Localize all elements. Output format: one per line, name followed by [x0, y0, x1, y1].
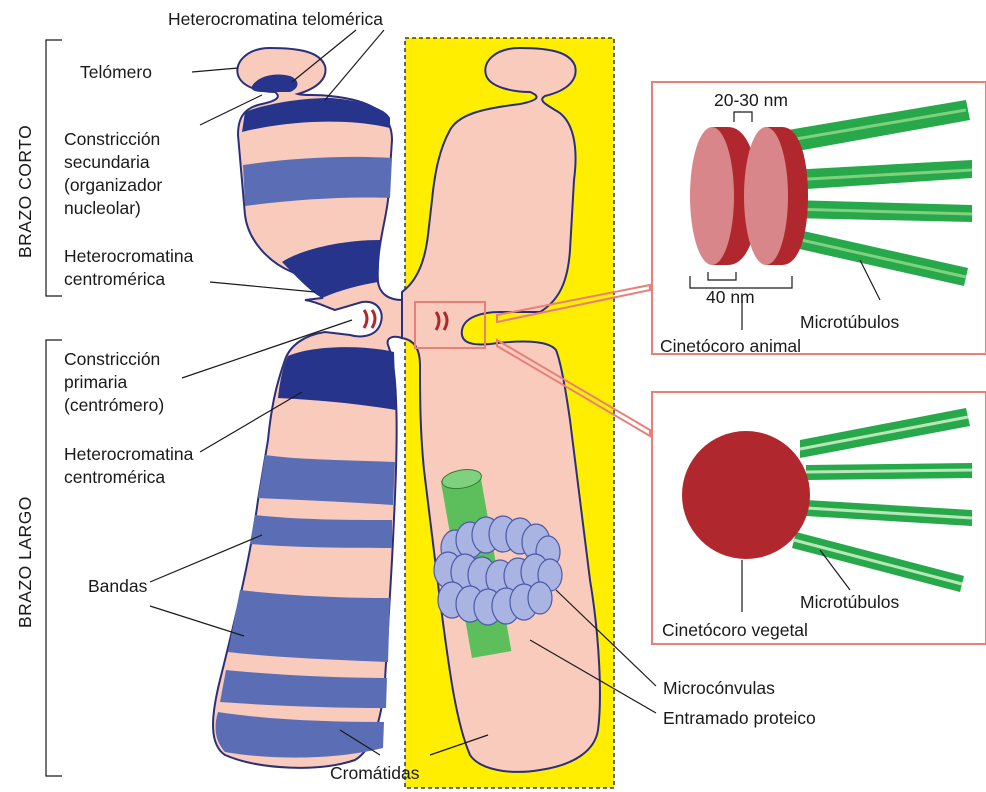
label-secondary-constriction-4: nucleolar)	[64, 198, 141, 218]
label-secondary-constriction-3: (organizador	[64, 175, 162, 195]
label-centromeric-heterochromatin-top-2: centromérica	[64, 269, 165, 289]
inset-animal-kinetochore: 20-30 nm 40 nm Microtúbulos Cinetócoro a…	[652, 82, 986, 356]
label-secondary-constriction-2: secundaria	[64, 152, 150, 172]
long-arm-label: BRAZO LARGO	[15, 496, 35, 628]
left-chromatid	[213, 48, 402, 768]
label-primary-constriction-3: (centrómero)	[64, 395, 164, 415]
long-arm-bracket	[46, 340, 62, 776]
short-arm-bracket	[46, 40, 62, 296]
centromere-mark	[364, 310, 367, 328]
plant-kinetochore-title: Cinetócoro vegetal	[662, 620, 808, 640]
inset-plant-kinetochore: Microtúbulos Cinetócoro vegetal	[652, 392, 986, 644]
microconvolutions	[434, 516, 562, 625]
centromere-mark	[372, 310, 375, 328]
label-telomeric-heterochromatin: Heterocromatina telomérica	[168, 9, 383, 29]
label-centromeric-heterochromatin-bottom-1: Heterocromatina	[64, 444, 194, 464]
label-secondary-constriction-1: Constricción	[64, 129, 160, 149]
animal-kinetochore-title: Cinetócoro animal	[660, 336, 801, 356]
long-arm-band	[258, 455, 395, 505]
animal-kinetochore-plates	[690, 127, 808, 265]
label-centromeric-heterochromatin-bottom-2: centromérica	[64, 467, 165, 487]
label-centromeric-heterochromatin-top-1: Heterocromatina	[64, 246, 194, 266]
label-protein-scaffold: Entramado proteico	[663, 708, 816, 728]
label-microconvolutions: Microcónvulas	[663, 678, 775, 698]
label-chromatids: Cromátidas	[330, 763, 420, 783]
short-arm-label: BRAZO CORTO	[15, 125, 35, 258]
label-bands: Bandas	[88, 576, 148, 596]
label-telomere: Telómero	[80, 62, 152, 82]
gap-label: 20-30 nm	[714, 90, 788, 110]
plant-kinetochore-disc	[682, 431, 810, 559]
label-primary-constriction-1: Constricción	[64, 349, 160, 369]
label-primary-constriction-2: primaria	[64, 372, 127, 392]
animal-microtubules-label: Microtúbulos	[800, 312, 899, 332]
long-arm-band	[228, 590, 390, 662]
plant-microtubules-label: Microtúbulos	[800, 592, 899, 612]
width-label: 40 nm	[706, 287, 755, 307]
